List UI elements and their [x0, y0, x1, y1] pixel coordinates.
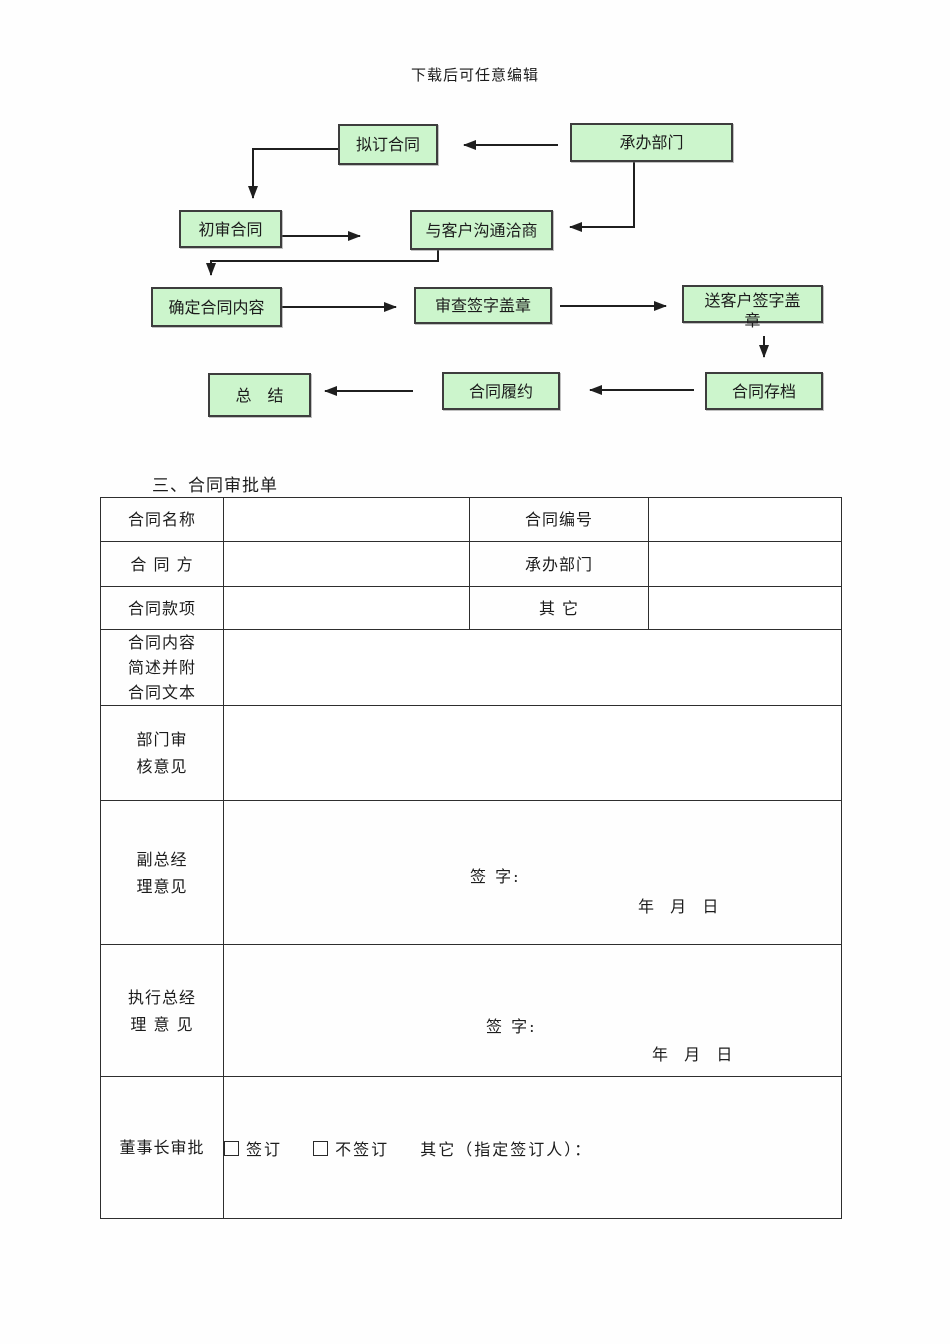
table-row: 合 同 方 承办部门 — [100, 541, 842, 587]
download-note: 下载后可任意编辑 — [410, 66, 539, 84]
approval-table: 合同名称 合同编号 合 同 方 承办部门 合同款项 其 它 合同内容 简述并附 … — [100, 497, 842, 1219]
flow-node-review-sign-seal: 审查签字盖章 — [414, 287, 552, 324]
flow-node-contract-performance: 合同履约 — [442, 372, 560, 410]
table-row: 合同名称 合同编号 — [100, 497, 842, 542]
other-field[interactable] — [648, 586, 842, 630]
arrow-draft-to-initial — [248, 148, 338, 199]
option-sign-label: 签订 — [246, 1139, 283, 1159]
flow-node-draft-contract: 拟订合同 — [338, 124, 438, 165]
flow-node-client-negotiation: 与客户沟通洽商 — [410, 210, 553, 250]
sign-label: 签 字: — [470, 867, 521, 886]
contract-no-field[interactable] — [648, 497, 842, 542]
executive-gm-label: 执行总经 理 意 见 — [100, 944, 224, 1077]
deputy-gm-field[interactable]: 签 字: 年 月 日 — [223, 800, 842, 945]
arrow-dept-to-negotiate — [569, 162, 635, 232]
contract-no-label: 合同编号 — [469, 497, 649, 542]
no-sign-checkbox-icon[interactable] — [313, 1140, 329, 1156]
sign-label: 签 字: — [486, 1017, 537, 1036]
section-title: 三、合同审批单 — [152, 476, 278, 496]
contract-payment-label: 合同款项 — [100, 586, 224, 630]
flow-node-send-client-sign-seal: 送客户签字盖 章 — [682, 285, 823, 330]
option-sign[interactable]: 签订 — [224, 1136, 282, 1160]
executive-gm-field[interactable]: 签 字: 年 月 日 — [223, 944, 842, 1077]
arrow-negotiate-to-confirm — [206, 250, 439, 276]
table-row: 合同内容 简述并附 合同文本 — [100, 629, 842, 706]
option-no-sign-label: 不签订 — [335, 1139, 390, 1159]
option-no-sign[interactable]: 不签订 — [313, 1136, 389, 1160]
flow-node-summary: 总 结 — [208, 373, 311, 417]
date-label: 年 月 日 — [652, 1045, 735, 1064]
contract-name-label: 合同名称 — [100, 497, 224, 542]
table-row: 董事长审批 签订 不签订 其它（指定签订人）： — [100, 1076, 842, 1219]
other-label: 其 它 — [469, 586, 649, 630]
handling-dept-label: 承办部门 — [469, 541, 649, 587]
contract-party-field[interactable] — [223, 541, 470, 587]
content-summary-field[interactable] — [223, 629, 842, 706]
table-row: 副总经 理意见 签 字: 年 月 日 — [100, 800, 842, 945]
option-other-label: 其它（指定签订人）： — [420, 1139, 593, 1159]
flow-node-initial-review: 初审合同 — [179, 210, 282, 248]
chairman-field[interactable]: 签订 不签订 其它（指定签订人）： — [223, 1076, 842, 1219]
date-label: 年 月 日 — [638, 897, 721, 916]
table-row: 合同款项 其 它 — [100, 586, 842, 630]
contract-name-field[interactable] — [223, 497, 470, 542]
dept-review-label: 部门审 核意见 — [100, 705, 224, 801]
contract-payment-field[interactable] — [223, 586, 470, 630]
chairman-label: 董事长审批 — [100, 1076, 224, 1219]
content-summary-label: 合同内容 简述并附 合同文本 — [100, 629, 224, 706]
flow-node-confirm-content: 确定合同内容 — [151, 287, 282, 327]
contract-party-label: 合 同 方 — [100, 541, 224, 587]
flow-node-handling-department: 承办部门 — [570, 123, 733, 162]
dept-review-field[interactable] — [223, 705, 842, 801]
handling-dept-field[interactable] — [648, 541, 842, 587]
sign-checkbox-icon[interactable] — [224, 1140, 239, 1156]
deputy-gm-label: 副总经 理意见 — [100, 800, 224, 945]
flow-node-contract-archive: 合同存档 — [705, 372, 823, 410]
table-row: 部门审 核意见 — [100, 705, 842, 801]
table-row: 执行总经 理 意 见 签 字: 年 月 日 — [100, 944, 842, 1077]
